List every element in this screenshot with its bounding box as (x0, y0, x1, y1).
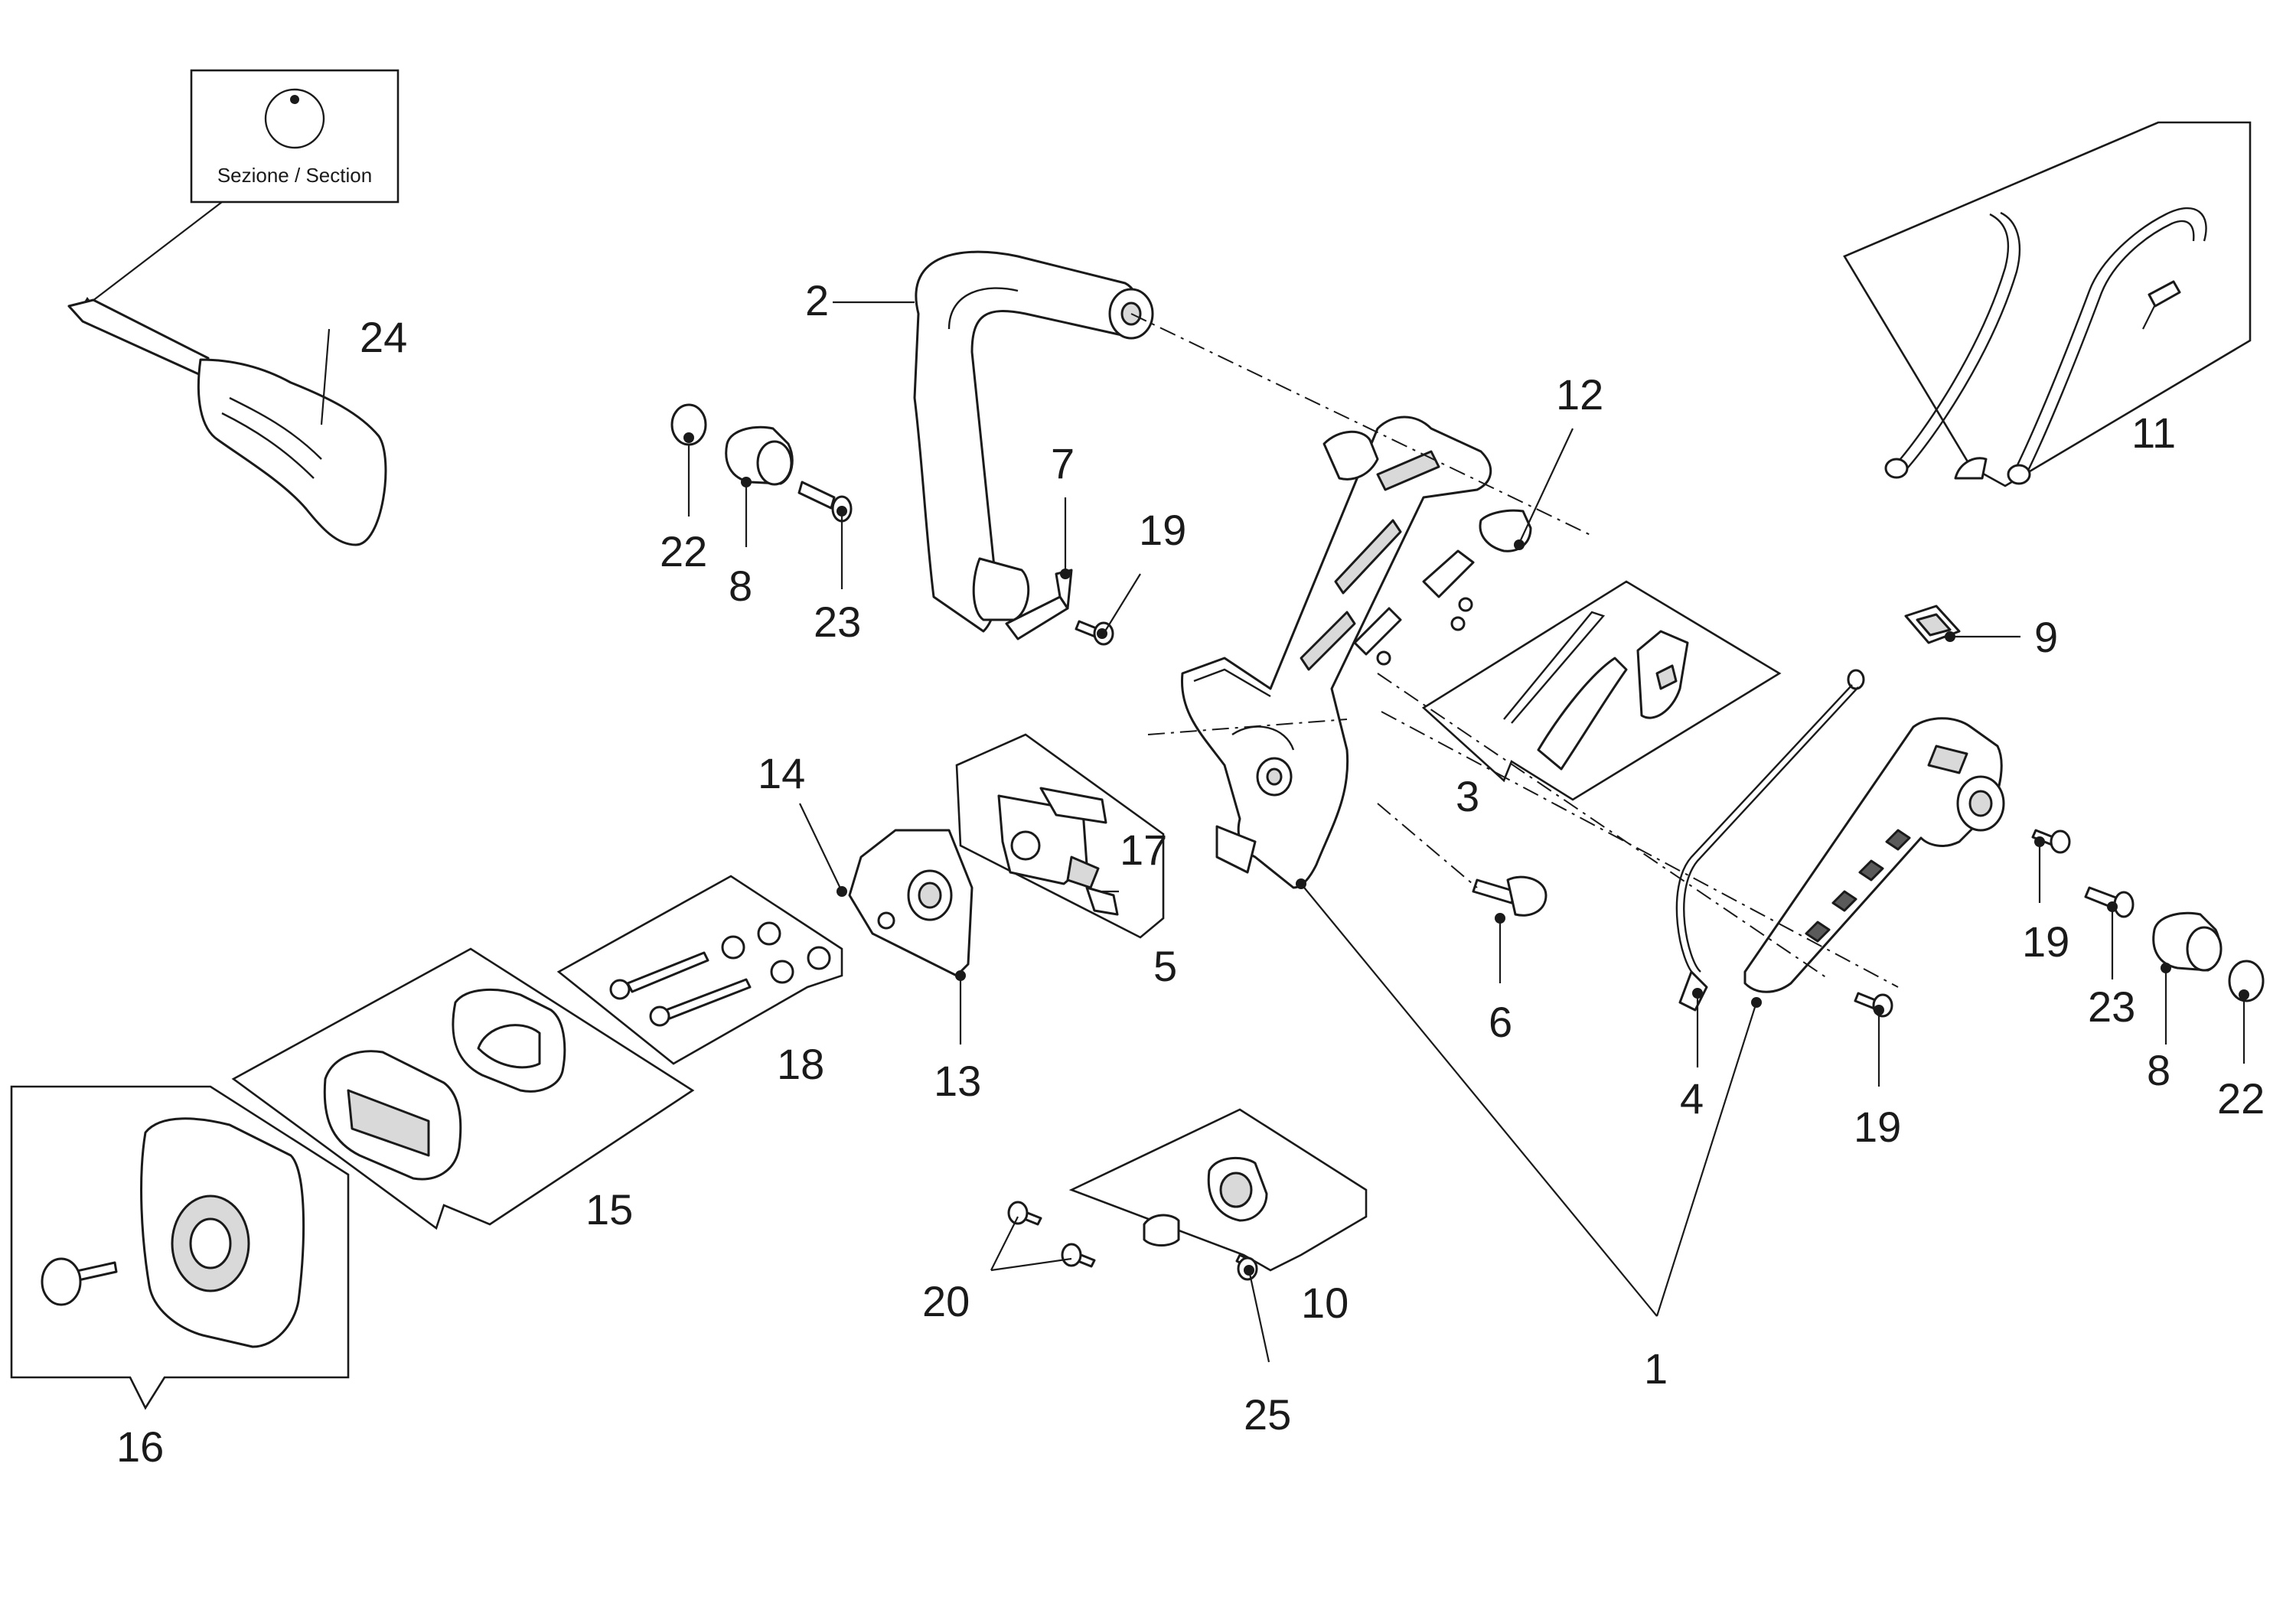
part-9-switch (1904, 605, 1961, 644)
callout-23-left: 23 (814, 598, 861, 646)
callout-19-right-top: 19 (2022, 917, 2069, 966)
part-18-bolts (556, 875, 843, 1065)
part-1-rear-handle-housing (1180, 416, 1492, 889)
callout-6: 6 (1489, 998, 1512, 1046)
part-1-small-levers (1353, 549, 1475, 666)
part-8-damper-left (725, 425, 794, 487)
callout-19-right-bottom: 19 (1854, 1103, 1901, 1151)
part-16-cover (10, 1085, 350, 1410)
section-legend: Sezione / Section (78, 69, 400, 312)
assembly-axes (1130, 313, 1899, 988)
part-5-carburetor (955, 733, 1165, 939)
callout-4: 4 (1680, 1074, 1704, 1123)
callout-22-right: 22 (2217, 1074, 2265, 1123)
part-19-screw-right-top (2031, 829, 2071, 854)
callout-24: 24 (360, 313, 407, 361)
callout-15: 15 (585, 1185, 633, 1234)
callout-23-right: 23 (2088, 983, 2135, 1031)
part-8-damper-right (2152, 911, 2223, 973)
callout-22-left: 22 (660, 527, 707, 575)
callout-25: 25 (1244, 1390, 1291, 1439)
part-22-cap-left (670, 403, 707, 446)
callout-18: 18 (777, 1040, 824, 1088)
callout-16: 16 (116, 1423, 164, 1471)
part-6-knob (1472, 875, 1548, 924)
callout-14: 14 (758, 749, 805, 797)
part-10-intake-boot (1068, 1108, 1368, 1272)
callout-17: 17 (1120, 826, 1167, 874)
callout-11: 11 (2131, 409, 2176, 457)
callout-8-left: 8 (729, 562, 752, 610)
part-7-bracket (1005, 569, 1073, 640)
part-23-pin-left (797, 481, 853, 523)
part-1-rear-handle-right (1743, 717, 2005, 1008)
callout-1: 1 (1644, 1344, 1668, 1393)
callout-3: 3 (1456, 772, 1479, 820)
part-22-cap-right (2228, 960, 2265, 1002)
callout-9: 9 (2034, 613, 2058, 661)
part-24-screwdriver (67, 298, 387, 546)
part-11-fuel-hoses (1843, 121, 2252, 487)
part-23-pin-right (2084, 886, 2135, 918)
callout-10: 10 (1301, 1279, 1349, 1327)
part-19-screw-right-bottom (1854, 992, 1893, 1018)
callout-7: 7 (1051, 439, 1075, 487)
part-15-air-filter (231, 947, 695, 1230)
callout-labels: 24 2 22 8 23 7 19 12 11 9 3 14 17 5 19 2… (116, 276, 2265, 1471)
part-25-screw (1235, 1253, 1258, 1281)
part-20-screws (1007, 1201, 1096, 1268)
callout-19-left: 19 (1139, 506, 1186, 554)
callout-12: 12 (1556, 370, 1603, 419)
leader-lines (320, 301, 2245, 1363)
callout-5: 5 (1153, 942, 1177, 990)
callout-8-right: 8 (2147, 1046, 2170, 1094)
part-4-throttle-cable (1675, 669, 1865, 1012)
callout-2: 2 (805, 276, 829, 324)
part-19-screw-left (1075, 620, 1114, 646)
part-13-14-intake (837, 829, 974, 981)
part-3-trigger-group (1421, 580, 1782, 801)
callout-13: 13 (934, 1057, 981, 1105)
part-2-front-handle (913, 250, 1154, 633)
section-legend-label: Sezione / Section (217, 164, 372, 187)
callout-20: 20 (922, 1277, 970, 1325)
part-12-damper (1479, 509, 1532, 552)
